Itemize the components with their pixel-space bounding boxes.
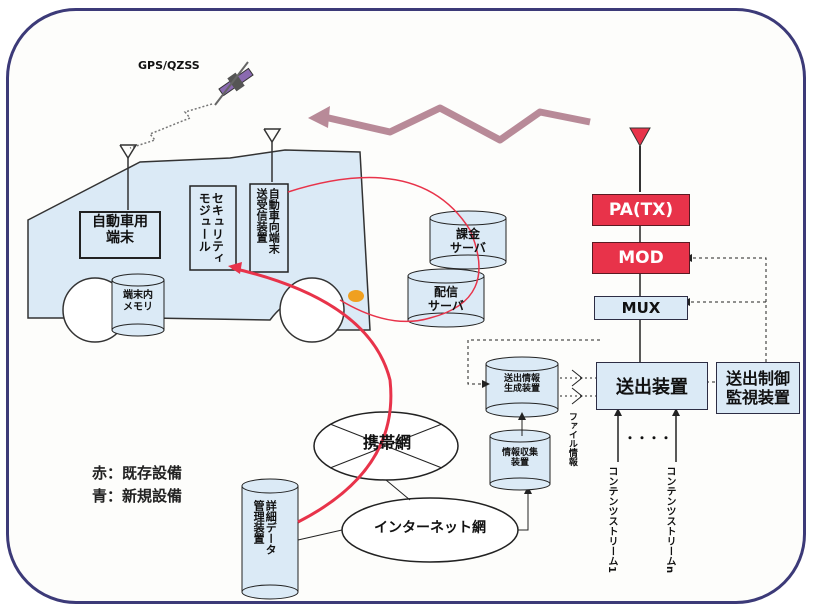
legend-new: 青：新規設備 [92,485,182,508]
mux-box: MUX [594,296,688,320]
info-collect-label: 情報収集 装置 [492,448,548,469]
legend: 赤：既存設備 青：新規設備 [92,462,182,507]
car-wheel-rear [280,278,344,342]
mobile-internet-line [386,480,410,500]
internet-label: インターネット網 [360,520,500,536]
legend-existing: 赤：既存設備 [92,462,182,485]
info-gen-label: 送出情報 生成装置 [490,374,554,395]
file-info-label: ファイル情報 [566,412,576,466]
mod-box: MOD [592,242,690,274]
pa-box: PA(TX) [592,194,690,226]
control-dashed-line-mod [688,258,766,362]
beam-arrowhead [308,106,330,128]
broadcast-beam [320,108,590,140]
connector-icon [348,290,364,302]
satellite-label: GPS/QZSS [138,60,200,73]
satellite-icon [215,62,253,105]
data-mgmt-label: 詳細データ 管理装置 [252,500,276,584]
internet-collect-line [518,490,528,530]
tower-antenna-icon [630,128,650,192]
delivery-server-label: 配信 サーバ [416,286,476,314]
memory-label: 端末内 メモリ [114,290,162,313]
tx-device-box: 送出装置 [596,362,708,410]
satellite-signal-line [130,104,212,148]
stream1-label: コンテンツストリーム1 [606,466,617,573]
security-module-label: セキュリティ モジュール [197,192,223,264]
mobile-network-label: 携帯網 [352,434,422,452]
stream-dots: ・・・・ [624,432,672,446]
control-box: 送出制御 監視装置 [716,362,800,414]
billing-server-label: 課金 サーバ [438,228,498,256]
terminal-label: 自動車用 端末 [82,214,158,246]
txrx-label: 自動車向端末 送受信装置 [255,188,279,268]
mgmt-internet-line [298,530,342,540]
streamN-label: コンテンツストリームn [664,466,675,573]
